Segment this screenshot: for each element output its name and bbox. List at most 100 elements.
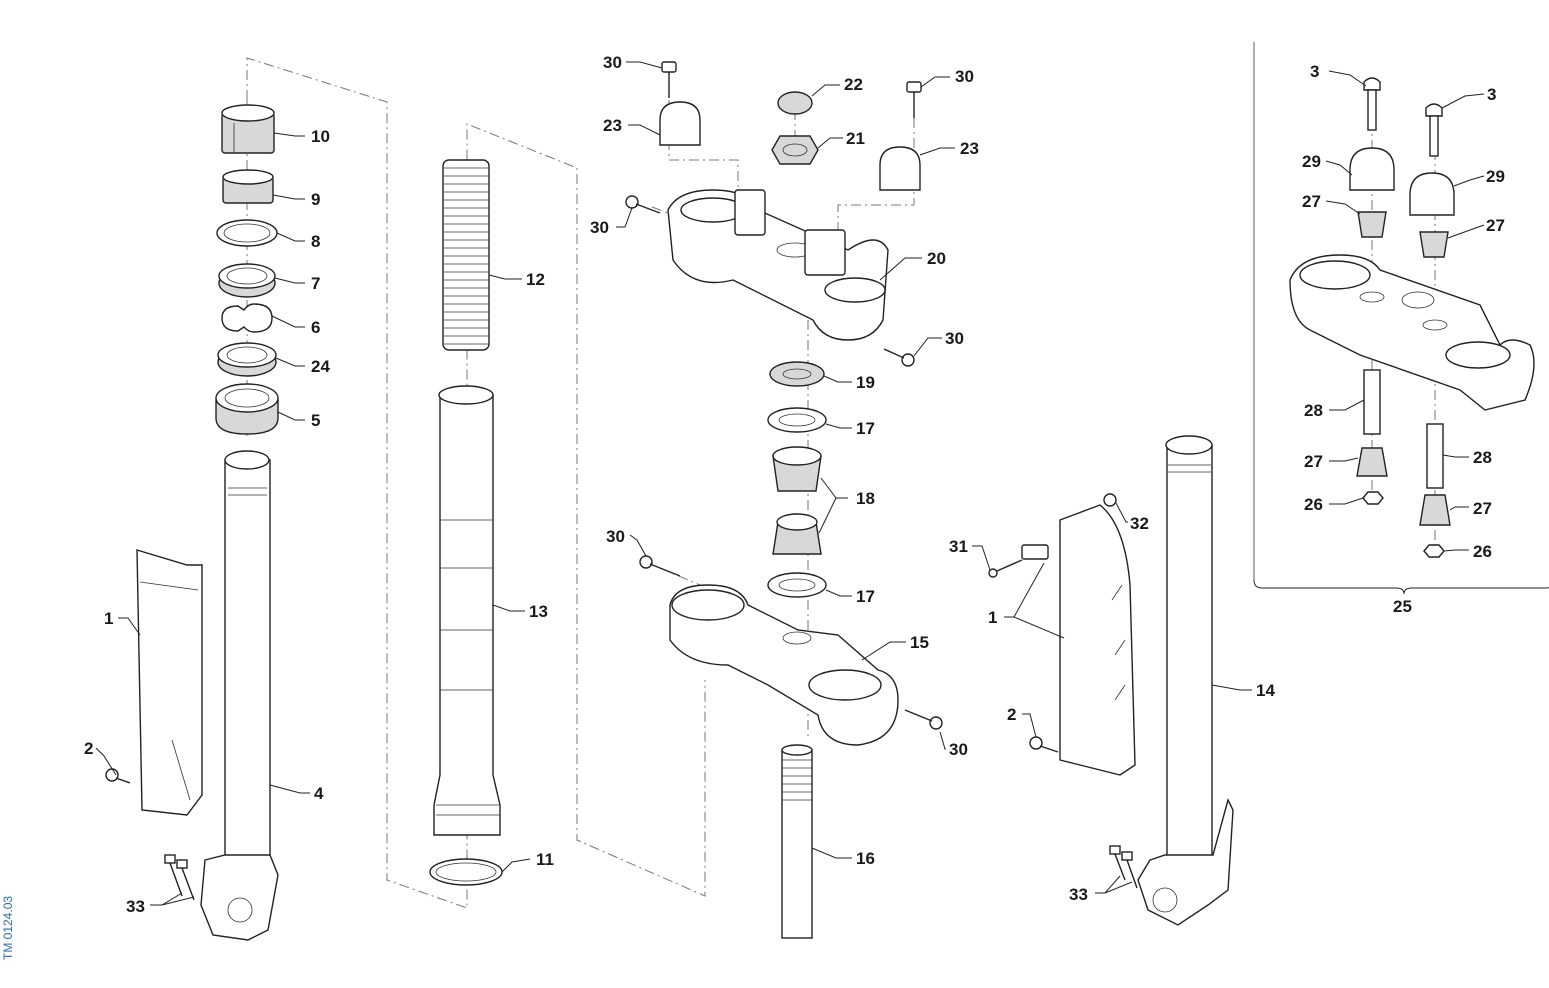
spacer-part-28-left: [1363, 369, 1381, 435]
callout-23-b: 23: [960, 139, 979, 158]
clamp-part-29-left: [1349, 147, 1395, 191]
bearing-part-18-upper: [772, 446, 822, 492]
callout-26-right: 26: [1473, 542, 1492, 561]
inner-tube-part-4: [200, 450, 279, 941]
callout-9: 9: [311, 190, 320, 209]
spacer-part-28-right: [1426, 423, 1444, 489]
spring-column: [429, 159, 503, 886]
callout-7: 7: [311, 274, 320, 293]
fork-guard-part-1-right: [1059, 504, 1136, 776]
upper-triple-clamp-part-20: [667, 189, 889, 341]
callout-11: 11: [536, 850, 554, 869]
handlebar-clamp-part-23-right: [879, 146, 921, 191]
callout-27-d: 27: [1473, 499, 1492, 518]
bolt-part-30-mid-right: [883, 348, 915, 367]
rubber-part-27-b: [1419, 231, 1449, 258]
nut-part-32: [1103, 493, 1117, 507]
clamp-part-29-right: [1409, 172, 1455, 216]
rubber-part-27-d: [1419, 494, 1451, 526]
rubber-part-27-a: [1357, 211, 1387, 238]
bolt-part-30-top-left: [661, 61, 677, 98]
lower-triple-clamp-part-15: [669, 584, 899, 746]
screw-part-2-right: [1029, 736, 1059, 753]
bolt-part-30-lower-left: [639, 555, 681, 577]
callout-16: 16: [856, 849, 875, 868]
fork-guard-part-1: [136, 549, 203, 816]
callout-24: 24: [311, 357, 330, 376]
callout-25: 25: [1393, 597, 1412, 616]
leader-lines: [95, 61, 1485, 906]
callout-13: 13: [529, 602, 548, 621]
cap-part-5: [215, 383, 279, 435]
callout-33-right: 33: [1069, 885, 1088, 904]
callout-20: 20: [927, 249, 946, 268]
nut-part-26-right: [1423, 544, 1445, 558]
cap-part-22: [777, 91, 813, 115]
callout-27-a: 27: [1302, 192, 1321, 211]
outer-tube-part-13: [433, 385, 501, 836]
alignment-lines: [246, 57, 1436, 909]
callout-30-f: 30: [949, 740, 968, 759]
callout-22: 22: [844, 75, 863, 94]
callout-17-b: 17: [856, 587, 875, 606]
callout-28-right: 28: [1473, 448, 1492, 467]
callout-33-left: 33: [126, 897, 145, 916]
callout-labels: 10 9 8 7 6 24 5 4 1 2 33 12 13 11 30 23 …: [84, 53, 1505, 916]
callout-8: 8: [311, 232, 320, 251]
callout-2-left: 2: [84, 739, 93, 758]
nut-part-26-left: [1362, 491, 1384, 505]
bolt-part-30-top-right: [906, 81, 922, 118]
callout-18: 18: [856, 489, 875, 508]
screw-part-31: [988, 544, 1049, 578]
handlebar-clamp-part-23-left: [659, 101, 701, 146]
callout-31: 31: [949, 537, 968, 556]
screw-part-33-left: [164, 854, 195, 901]
screw-part-33-right: [1109, 845, 1138, 889]
callout-3-right: 3: [1487, 85, 1496, 104]
seal-part-19: [769, 361, 825, 387]
race-part-17-upper: [767, 407, 827, 433]
bolt-part-3-right: [1425, 103, 1443, 157]
bushing-part-10: [221, 104, 275, 154]
right-fork-assembly: [988, 435, 1234, 926]
callout-5: 5: [311, 411, 320, 430]
callout-32: 32: [1130, 514, 1149, 533]
bolt-part-30-mid-left: [625, 195, 661, 214]
steering-stem-part-16: [781, 744, 813, 939]
race-part-17-lower: [767, 572, 827, 598]
left-fork-assembly: [105, 104, 279, 941]
callout-14: 14: [1256, 681, 1275, 700]
callout-15: 15: [910, 633, 929, 652]
bolt-part-3-left: [1363, 77, 1381, 131]
bushing-part-9: [222, 169, 274, 204]
callout-6: 6: [311, 318, 320, 337]
nut-part-21: [771, 135, 819, 165]
callout-21: 21: [846, 129, 865, 148]
snap-ring-part-11: [429, 858, 503, 886]
callout-30-c: 30: [590, 218, 609, 237]
callout-2-right: 2: [1007, 705, 1016, 724]
callout-1-right: 1: [988, 608, 997, 627]
seal-part-7: [218, 263, 276, 298]
callout-30-e: 30: [606, 527, 625, 546]
outer-tube-part-14: [1137, 435, 1234, 926]
callout-1-left: 1: [104, 609, 113, 628]
screw-part-2: [105, 768, 131, 784]
callout-19: 19: [856, 373, 875, 392]
callout-10: 10: [311, 127, 330, 146]
callout-27-c: 27: [1304, 452, 1323, 471]
kit-part-25: [1253, 42, 1549, 595]
callout-30-d: 30: [945, 329, 964, 348]
dust-seal-part-24: [217, 342, 277, 377]
callout-29-right: 29: [1486, 167, 1505, 186]
spring-part-12: [442, 159, 490, 351]
clip-part-6: [221, 303, 273, 333]
callout-17-a: 17: [856, 419, 875, 438]
callout-29-left: 29: [1302, 152, 1321, 171]
callout-26-left: 26: [1304, 495, 1323, 514]
callout-23-a: 23: [603, 116, 622, 135]
callout-28-left: 28: [1304, 401, 1323, 420]
rubber-part-27-c: [1356, 447, 1388, 477]
reference-code: TM 0124.03: [1, 896, 15, 960]
